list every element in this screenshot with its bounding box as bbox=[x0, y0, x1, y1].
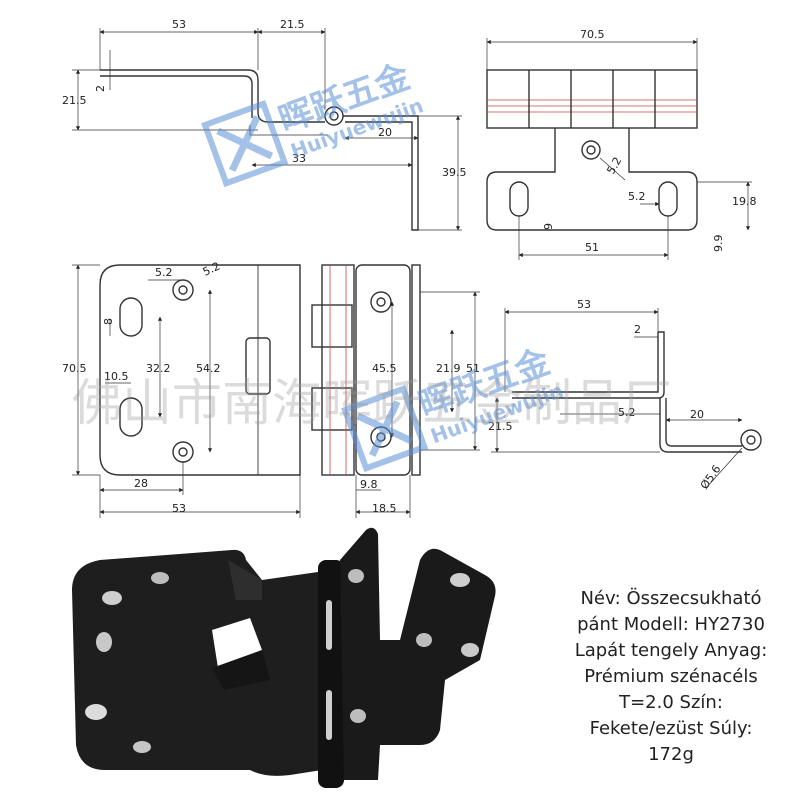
dim-text: 5.2 bbox=[155, 266, 173, 279]
watermark-factory: 佛山市南海晖跃五金制品厂 bbox=[72, 374, 672, 432]
dim-text: 21.5 bbox=[280, 18, 305, 31]
dim-text: 21.5 bbox=[488, 420, 513, 433]
dim-text: 9.8 bbox=[360, 478, 378, 491]
dim-text: 53 bbox=[172, 18, 186, 31]
spec-line: Prémium szénacéls bbox=[584, 666, 758, 687]
spec-line: T=2.0 Szín: bbox=[619, 692, 723, 713]
top-right-top-view bbox=[486, 69, 698, 231]
front-dimensions bbox=[72, 264, 480, 518]
dim-text: 28 bbox=[134, 477, 148, 490]
spec-line: 172g bbox=[648, 744, 694, 765]
hinge-photo bbox=[72, 527, 496, 788]
product-spec: Név: Összecsukható pánt Modell: HY2730 L… bbox=[546, 586, 796, 768]
dim-text: 53 bbox=[577, 298, 591, 311]
dim-text: 9 bbox=[542, 223, 555, 230]
dim-text: 19.8 bbox=[732, 195, 757, 208]
dim-text: 33 bbox=[292, 152, 306, 165]
dim-text: 70.5 bbox=[580, 28, 605, 41]
dim-text: 20 bbox=[378, 126, 392, 139]
dim-text: 5.2 bbox=[604, 155, 624, 177]
watermark-bottom-text: iyue bbox=[436, 755, 492, 785]
dim-text: 10.5 bbox=[104, 370, 129, 383]
watermark-logo-top: 晖跃五金 Huiyuewujin bbox=[201, 56, 427, 188]
dim-text: 2 bbox=[94, 85, 107, 92]
dim-text: 21.9 bbox=[436, 362, 461, 375]
side-view bbox=[512, 331, 762, 453]
dim-text: 32.2 bbox=[146, 362, 171, 375]
top-right-dimensions bbox=[486, 38, 752, 260]
dim-text: 21.5 bbox=[62, 94, 87, 107]
dim-text: 51 bbox=[585, 241, 599, 254]
dim-text: 39.5 bbox=[442, 166, 467, 179]
side-dimensions bbox=[491, 308, 743, 489]
dim-text: 2 bbox=[634, 323, 641, 336]
dim-text: 51 bbox=[466, 362, 480, 375]
spec-line: pánt Modell: HY2730 bbox=[577, 614, 765, 635]
dim-text: 18.5 bbox=[372, 502, 397, 515]
dim-text: Ø5.6 bbox=[698, 463, 724, 492]
dim-text: 45.5 bbox=[372, 362, 397, 375]
front-view bbox=[99, 264, 421, 476]
dim-text: 9.9 bbox=[712, 235, 725, 253]
dim-text: 8 bbox=[102, 318, 115, 325]
spec-line: Név: Összecsukható bbox=[580, 588, 762, 609]
spec-line: Lapát tengely Anyag: bbox=[574, 640, 768, 661]
dim-text: 5.2 bbox=[628, 190, 646, 203]
spec-line: Fekete/ezüst Súly: bbox=[589, 718, 753, 739]
dim-text: 53 bbox=[172, 502, 186, 515]
top-left-dimensions bbox=[72, 28, 462, 231]
dim-text: 54.2 bbox=[196, 362, 221, 375]
dim-text: 5.2 bbox=[201, 260, 222, 279]
dim-text: 70.5 bbox=[62, 362, 87, 375]
dim-text: 5.2 bbox=[618, 406, 636, 419]
dim-text: 20 bbox=[690, 408, 704, 421]
